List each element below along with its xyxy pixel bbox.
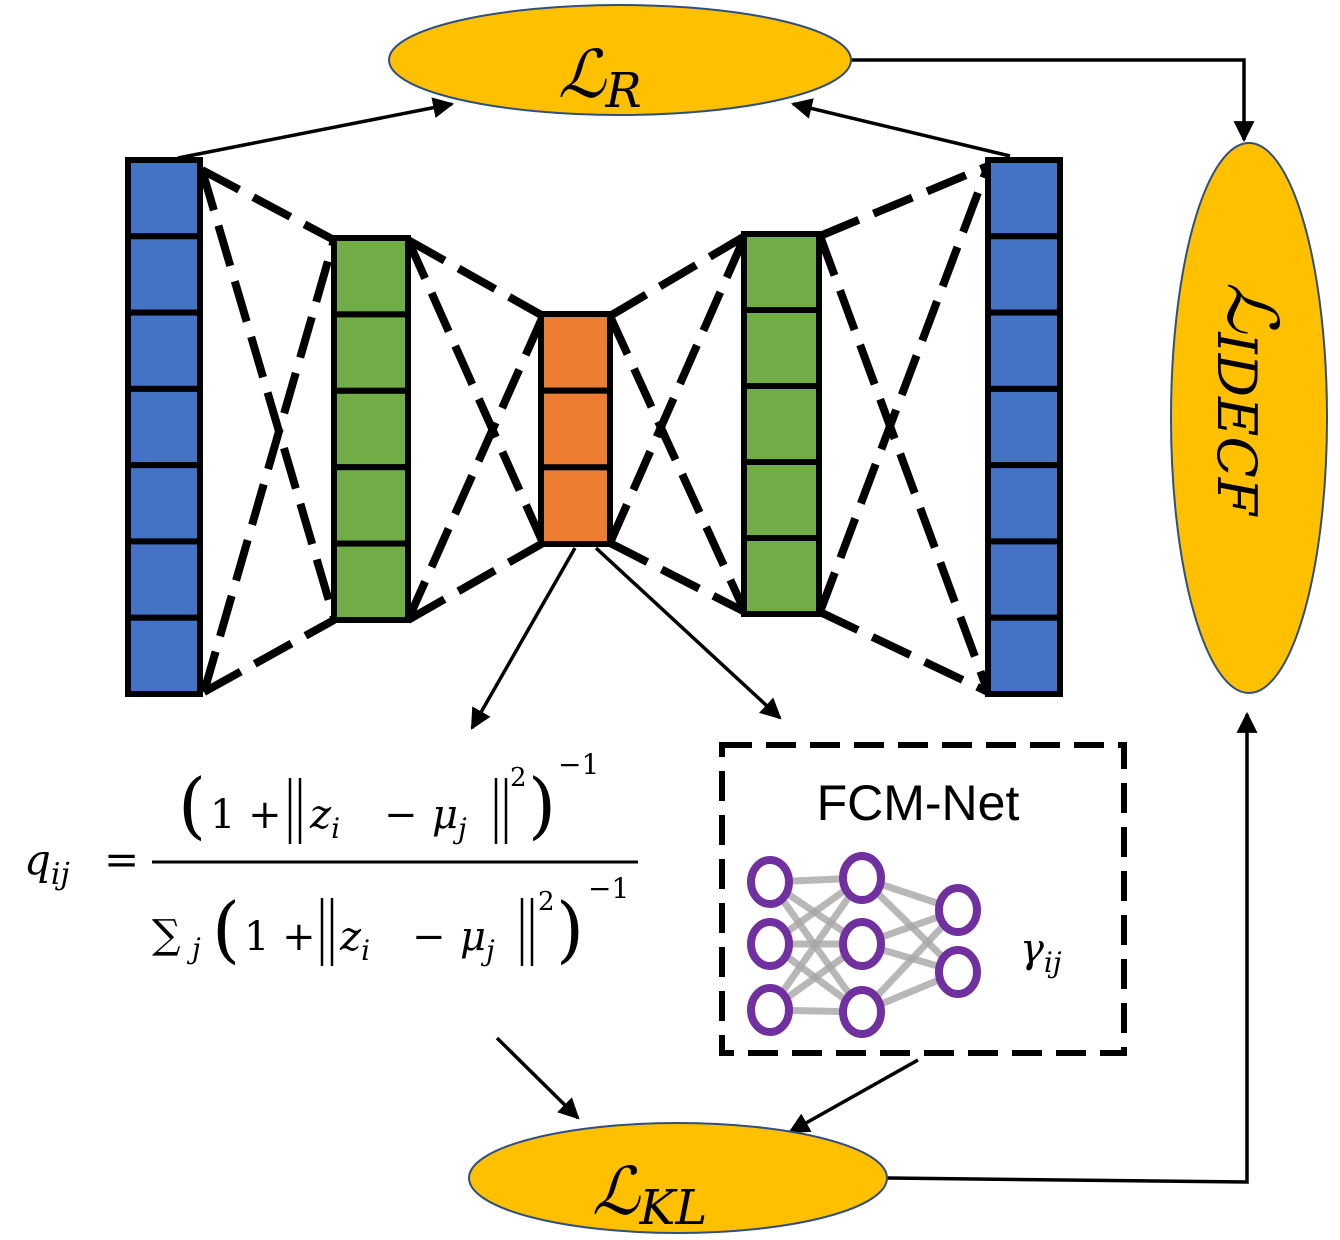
input-layer-unit: [125, 157, 203, 240]
arrow-output-to-lr: [790, 98, 1011, 158]
svg-text:(: (: [178, 763, 206, 847]
svg-text:−: −: [412, 914, 446, 960]
svg-text:ℒIDECF: ℒIDECF: [1205, 282, 1293, 518]
neural-net-icon: [747, 852, 981, 1038]
fcm-neuron: [935, 884, 981, 936]
svg-text:1 +: 1 +: [244, 914, 316, 960]
svg-text:qij: qij: [24, 835, 70, 892]
fcm-net-title: FCM-Net: [817, 775, 1020, 831]
output-layer-unit: [985, 157, 1063, 240]
hidden-layer-2-unit: [741, 307, 822, 389]
svg-text:=: =: [104, 835, 139, 884]
output-layer-unit: [985, 538, 1063, 621]
hidden-layer-2: [741, 231, 822, 617]
lidecf-symbol: ℒ: [1211, 282, 1293, 334]
lidecf-subscript: IDECF: [1205, 331, 1268, 517]
svg-text:ℒKL: ℒKL: [592, 1153, 707, 1236]
hidden-layer-1: [331, 235, 411, 623]
svg-text:zi: zi: [309, 792, 340, 845]
output-layer: [985, 157, 1063, 698]
input-layer-unit: [125, 614, 203, 698]
loss-lkl: ℒKL: [468, 1122, 888, 1236]
fcm-neuron: [839, 852, 885, 904]
arrow-fcm-to-lkl: [788, 1058, 919, 1134]
hidden-layer-1-unit: [331, 311, 411, 394]
fcm-neuron: [747, 856, 793, 908]
fcm-net-box: FCM-Net γij: [719, 742, 1127, 1056]
arrow-input-to-lr: [177, 97, 455, 160]
latent-layer-unit: [538, 387, 613, 471]
output-layer-unit: [985, 462, 1063, 545]
svg-text:μj: μj: [460, 914, 495, 967]
fcm-edge: [767, 875, 865, 1013]
fcm-neuron: [935, 946, 981, 998]
arrow-latent-to-fcm: [594, 546, 782, 720]
output-layer-unit: [985, 614, 1063, 698]
hidden-layer-2-unit: [741, 383, 822, 465]
svg-text:zi: zi: [339, 914, 370, 967]
output-layer-unit: [985, 385, 1063, 469]
lr-symbol: ℒ: [558, 36, 607, 113]
svg-text:γij: γij: [1020, 926, 1062, 979]
fcm-neuron: [747, 918, 793, 970]
svg-text:2: 2: [538, 887, 555, 917]
input-layer-unit: [125, 385, 203, 469]
latent-layer-unit: [538, 311, 613, 394]
gamma-symbol: γ: [1020, 926, 1044, 972]
svg-text:(: (: [212, 887, 240, 971]
svg-text:∑: ∑: [152, 912, 181, 958]
arrow-lr-to-lidecf: [850, 58, 1255, 143]
input-layer-unit: [125, 233, 203, 316]
svg-text:2: 2: [510, 763, 527, 793]
fcm-neuron: [839, 918, 885, 970]
svg-text:): ): [556, 887, 584, 971]
connector-arrows: [177, 58, 1258, 1184]
output-layer-unit: [985, 233, 1063, 316]
input-layer-unit: [125, 462, 203, 545]
arrow-q-to-lkl: [495, 1036, 580, 1120]
hidden-layer-2-unit: [741, 231, 822, 313]
hidden-layer-2-unit: [741, 535, 822, 617]
output-layer-unit: [985, 309, 1063, 392]
input-layer-unit: [125, 538, 203, 621]
hidden-layer-1-unit: [331, 387, 411, 471]
q-formula: qij = ( 1 + zi − μj 2 ) −1 ∑ j ( 1 + zi …: [24, 748, 638, 971]
svg-text:): ): [528, 763, 556, 847]
latent-layer-unit: [538, 464, 613, 548]
lr-subscript: R: [605, 63, 642, 119]
svg-text:−1: −1: [558, 748, 599, 781]
fcm-neuron: [747, 984, 793, 1036]
arrow-latent-to-q: [470, 547, 577, 730]
gamma-subscript: ij: [1044, 946, 1062, 979]
svg-text:−: −: [384, 792, 418, 838]
svg-text:1 +: 1 +: [210, 792, 282, 838]
svg-text:j: j: [186, 932, 201, 965]
hidden-layer-1-unit: [331, 540, 411, 623]
hidden-layer-2-unit: [741, 459, 822, 541]
fcm-neuron: [839, 986, 885, 1038]
svg-text:−1: −1: [588, 872, 629, 905]
lkl-symbol: ℒ: [592, 1153, 641, 1230]
lkl-subscript: KL: [639, 1180, 708, 1236]
input-layer-unit: [125, 309, 203, 392]
autoencoder-layers: [125, 157, 1063, 698]
latent-layer: [538, 311, 613, 548]
dashed-connections: [198, 162, 992, 696]
hidden-layer-1-unit: [331, 464, 411, 547]
input-layer: [125, 157, 203, 698]
hidden-layer-1-unit: [331, 235, 411, 318]
loss-idecf: ℒIDECF: [1170, 142, 1328, 694]
arrow-lkl-to-lidecf: [885, 711, 1258, 1184]
loss-lr: ℒR: [388, 4, 852, 119]
svg-text:ℒR: ℒR: [558, 36, 642, 119]
svg-text:μj: μj: [432, 792, 467, 845]
